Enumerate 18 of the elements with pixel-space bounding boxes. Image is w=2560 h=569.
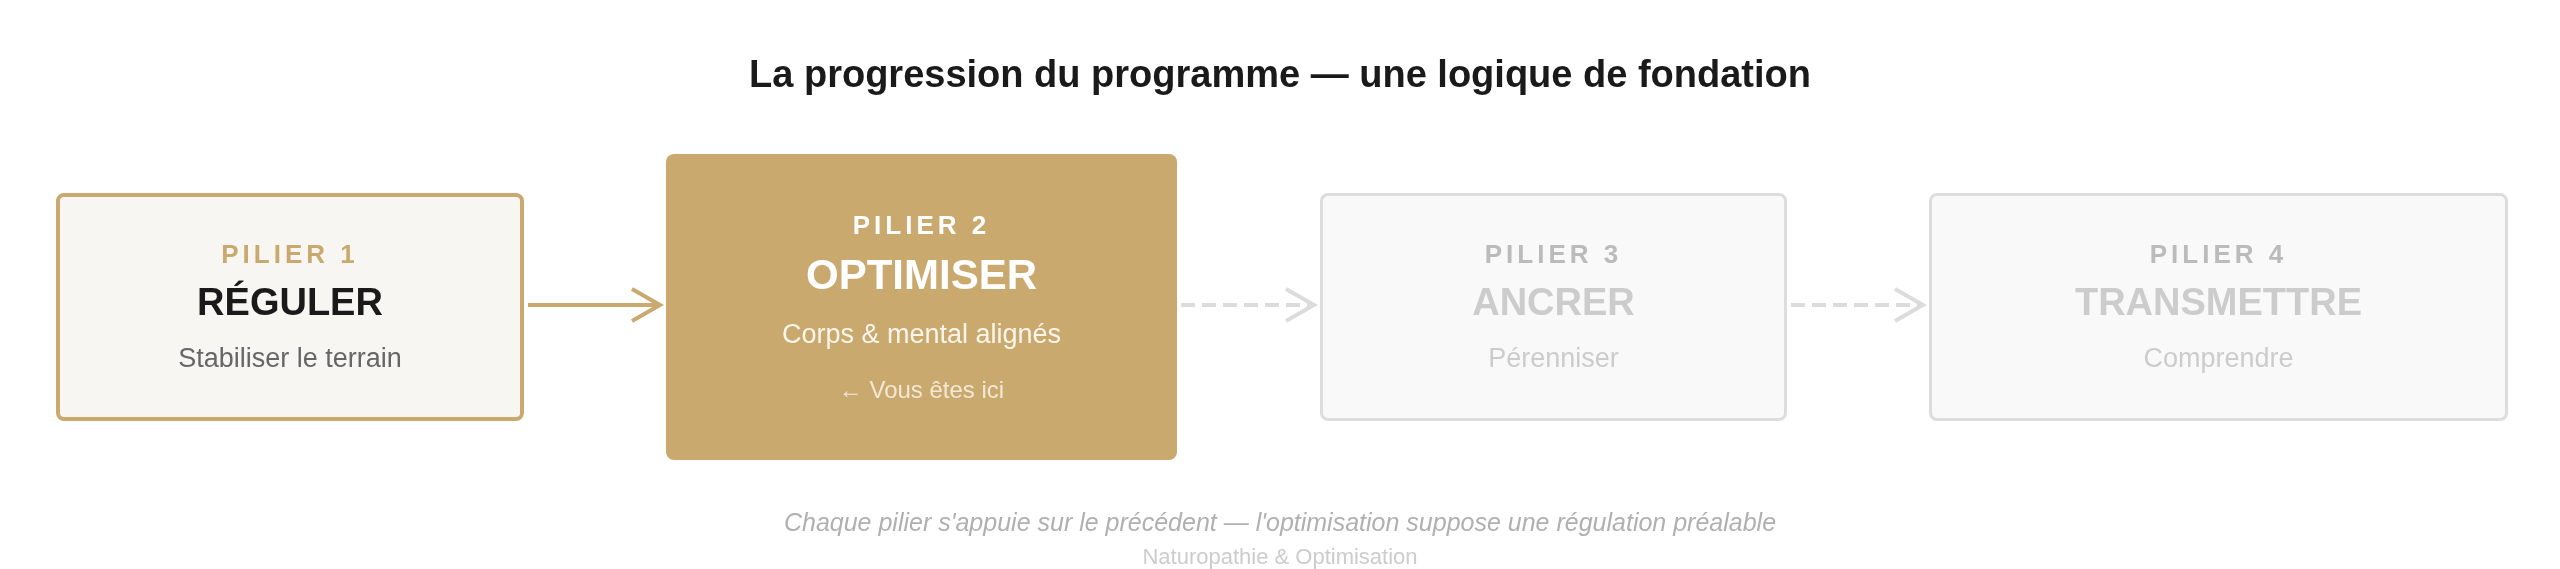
pillar-number: PILIER 2 [852,208,991,242]
pillar-subtitle: Stabiliser le terrain [178,342,402,376]
pillar-card [1320,193,1787,421]
current-position-note: ← Vous êtes ici [838,375,1005,406]
caption: Chaque pilier s'appuie sur le précédent — l'optimisation suppose une régulation préalable [783,507,1777,538]
active-pillar-card [666,154,1177,460]
arrow [528,287,665,323]
arrow [1181,287,1319,323]
pillar-number: PILIER 4 [2149,238,2288,271]
arrow [1791,287,1928,323]
pillar-subtitle: Corps & mental alignés [781,317,1062,351]
pillar-number: PILIER 1 [221,238,359,271]
pillar-title: RÉGULER [197,279,383,325]
diagram-title: La progression du programme — une logique de fondation [749,52,1811,97]
pillar-title: OPTIMISER [806,250,1037,301]
pillar-card [1929,193,2508,421]
pillar-card [56,193,524,421]
pillar-number: PILIER 3 [1484,238,1623,271]
